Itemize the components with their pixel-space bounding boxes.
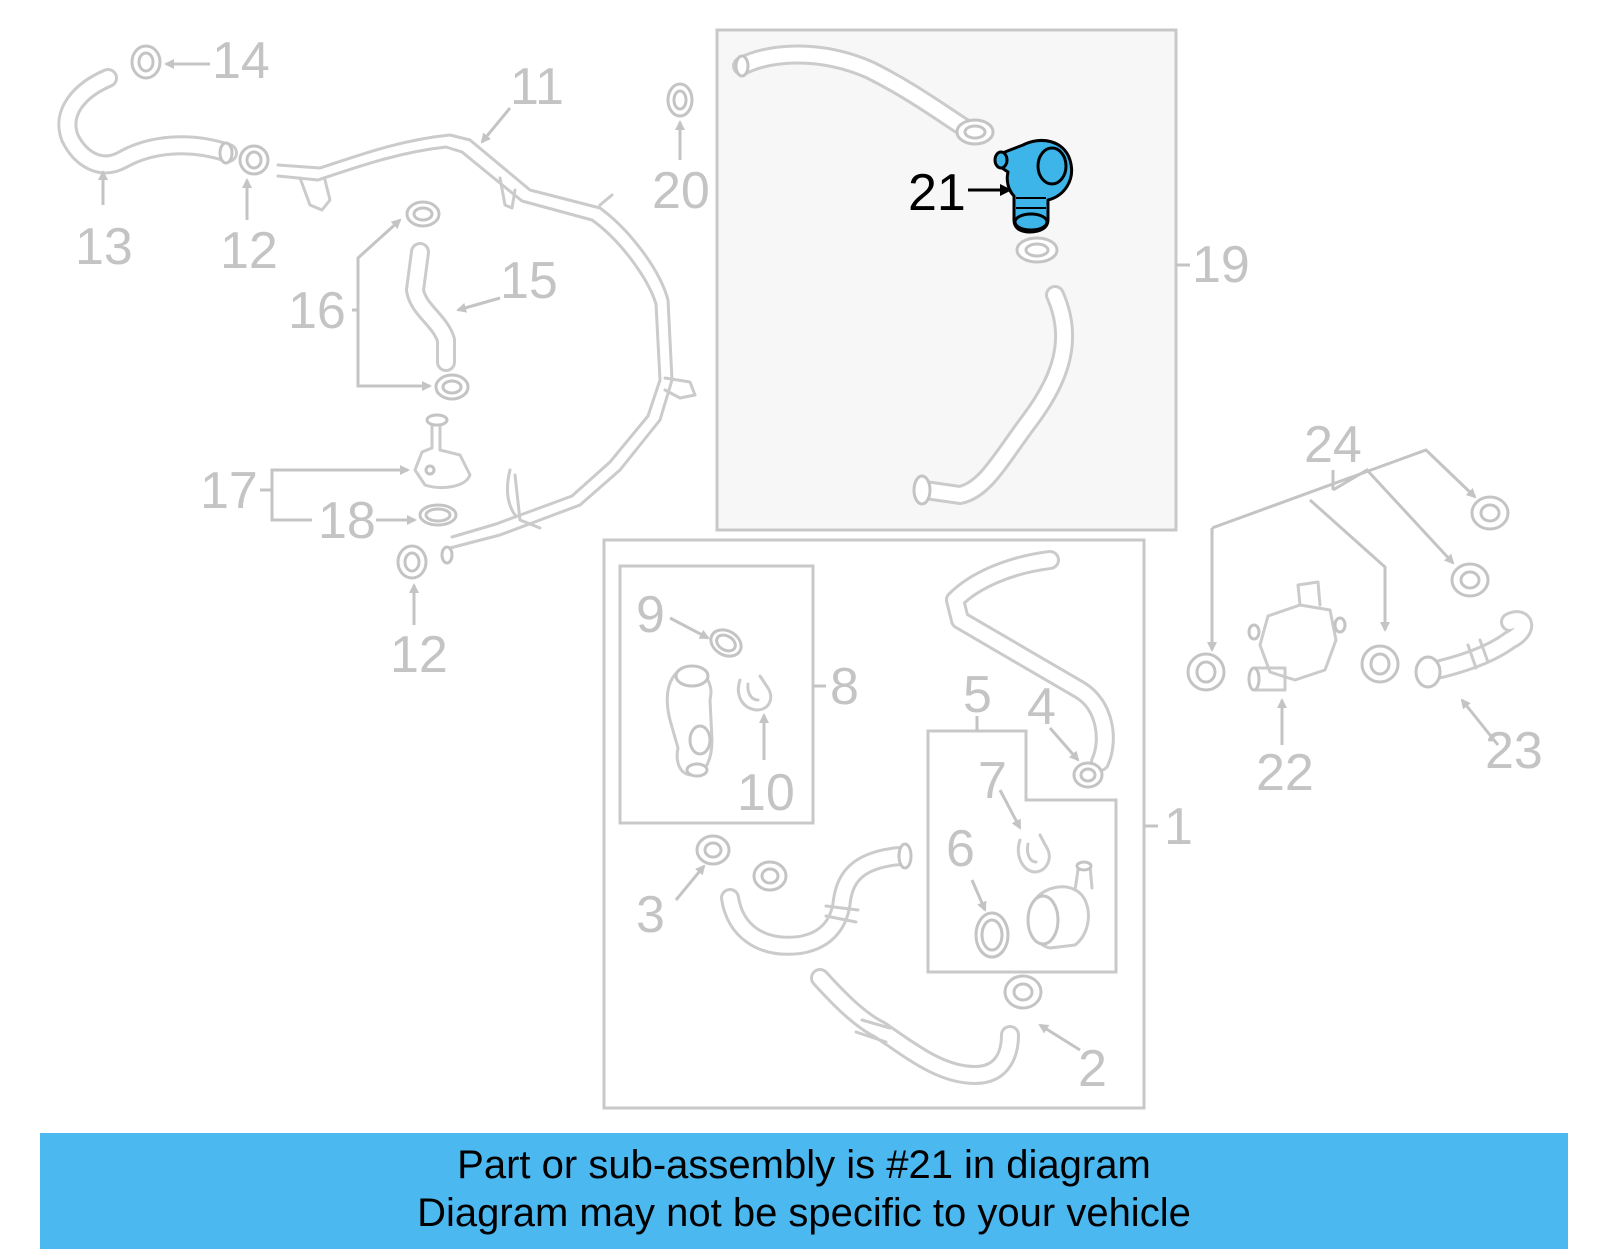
label-4: 4 [1027,678,1056,736]
part-housing-17 [413,413,472,489]
label-19: 19 [1192,236,1250,294]
label-6: 6 [946,820,975,878]
part-valve-22 [1247,580,1347,692]
part-seal-18 [418,503,458,527]
label-9: 9 [636,586,665,644]
label-12a: 12 [220,222,278,280]
part-clamp-20 [666,82,694,118]
part-clamp-24d [1360,644,1400,684]
label-2: 2 [1078,1040,1107,1098]
leader-11 [480,107,512,144]
info-banner: Part or sub-assembly is #21 in diagram D… [40,1133,1568,1249]
label-7: 7 [978,752,1007,810]
part-clamp-12a [238,144,270,176]
part-clamp-24a [1470,495,1510,531]
part-clamp-16b [434,373,470,401]
label-21: 21 [908,164,966,222]
label-14: 14 [212,32,270,90]
part-pipe-11 [276,133,697,565]
leader-23 [1460,698,1500,746]
part-21-highlighted [993,138,1073,234]
leader-7 [998,789,1022,830]
leader-16 [352,218,432,391]
label-13: 13 [75,218,133,276]
label-5: 5 [963,666,992,724]
label-24: 24 [1304,416,1362,474]
part-clamp-14 [130,44,162,80]
leader-9 [669,616,710,640]
leader-6 [970,879,987,912]
leader-24 [1207,448,1477,652]
part-hose-23 [1414,610,1534,689]
part-thermostat-5 [1026,860,1094,950]
group-box-8 [618,564,815,825]
label-16: 16 [288,282,346,340]
part-clamp-4 [1072,761,1104,789]
part-hose-15 [405,242,456,372]
label-3: 3 [636,886,665,944]
part-hose-19-lower [912,285,1075,506]
part-outlet-8 [665,664,714,778]
label-22: 22 [1256,744,1314,802]
part-hose-3 [720,842,913,956]
label-18: 18 [318,492,376,550]
leader-3 [674,864,706,901]
label-8: 8 [830,658,859,716]
part-clamp-3a [695,834,731,866]
label-12b: 12 [390,626,448,684]
part-clip-10 [736,674,773,712]
part-pipe-1 [945,550,1115,772]
part-seal-6 [974,911,1010,959]
group-box-5 [926,729,1118,974]
banner-line-disclaimer: Diagram may not be specific to your vehi… [417,1191,1191,1235]
label-15: 15 [500,252,558,310]
part-clip-7 [1016,833,1051,874]
part-hose-2 [810,968,1020,1085]
leader-2 [1038,1023,1081,1052]
part-hose-13 [57,68,238,175]
part-clamp-24c [1186,652,1226,692]
label-1: 1 [1164,798,1193,856]
part-clamp-3b [752,860,788,892]
label-20: 20 [652,162,710,220]
banner-line-part: Part or sub-assembly is #21 in diagram [457,1143,1151,1187]
part-hose-19-upper [732,44,975,138]
leader-4 [1048,727,1080,762]
leader-17 [260,465,410,522]
part-seal-9 [709,628,743,658]
label-23: 23 [1485,722,1543,780]
label-10: 10 [737,764,795,822]
part-clamp-24b [1450,562,1490,598]
part-clamp-12b [396,544,428,580]
part-clamp-19a [955,118,995,146]
label-17: 17 [200,462,258,520]
label-11: 11 [510,58,564,116]
part-clamp-16a [405,200,441,228]
part-clamp-2 [1003,974,1043,1010]
part-clamp-19b [1015,236,1059,264]
leader-15 [456,296,501,313]
